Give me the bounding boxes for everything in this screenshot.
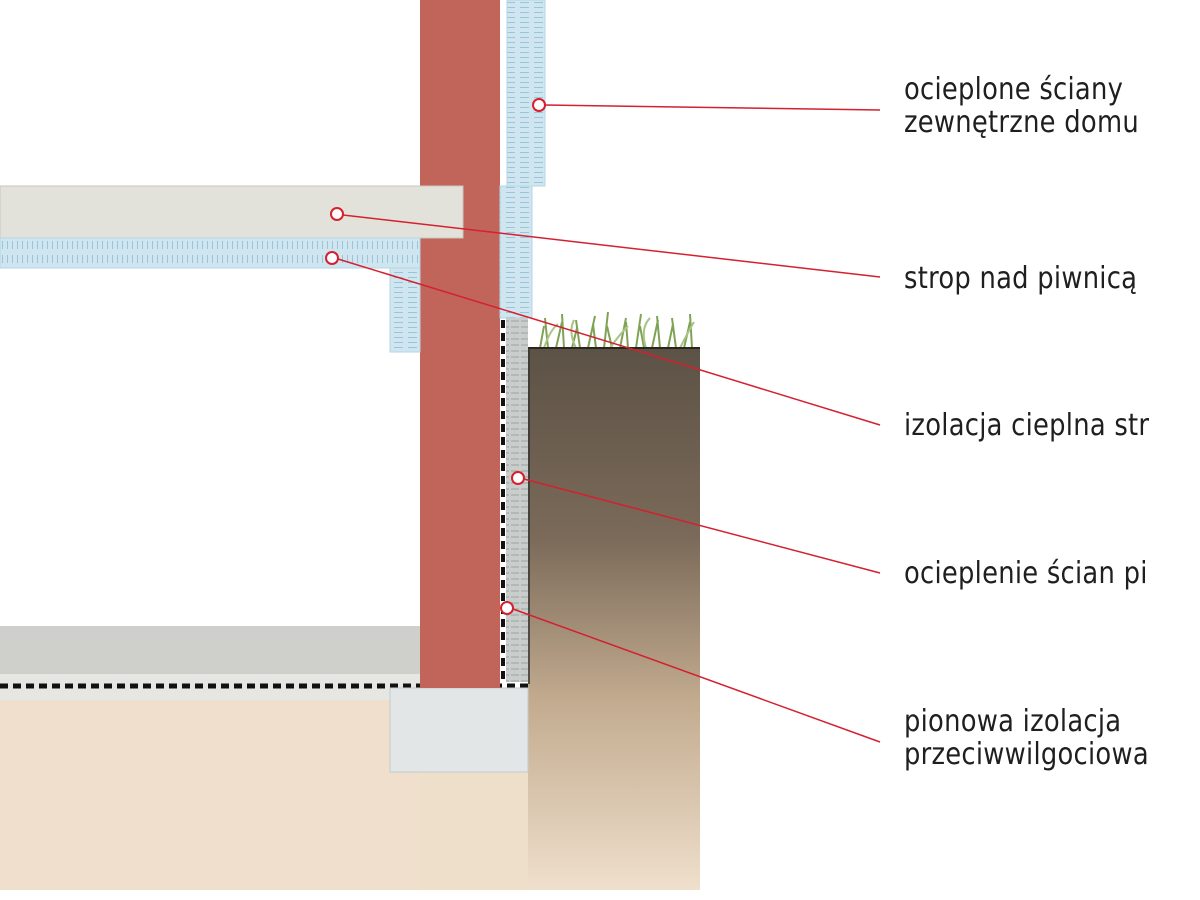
ceiling-insulation <box>0 237 421 269</box>
marker-basement-insulation <box>511 471 525 485</box>
label-line: ocieplenie ścian pi <box>904 556 1148 591</box>
exterior-wall <box>420 0 500 688</box>
wall-insulation-strip <box>499 185 533 319</box>
marker-waterproofing <box>500 601 514 615</box>
basement-wall-insulation <box>506 318 528 682</box>
label-ceiling-thermal-insulation: izolacja cieplna str <box>904 409 1149 442</box>
leader-line-ceiling <box>342 214 881 278</box>
wall-top-insulation-inner <box>389 267 421 353</box>
label-line: przeciwwilgociowa <box>904 737 1149 772</box>
leader-line-waterproofing <box>512 608 881 743</box>
label-line: izolacja cieplna str <box>904 408 1150 443</box>
label-line: ocieplone ściany <box>904 72 1124 107</box>
marker-ceiling-insulation <box>325 251 339 265</box>
label-basement-wall-insulation: ocieplenie ścian pi <box>904 557 1148 590</box>
marker-ceiling <box>330 207 344 221</box>
foundation-footing <box>389 687 529 773</box>
wall-insulation-upper <box>506 0 546 187</box>
grass <box>539 311 695 349</box>
ceiling-slab <box>0 185 464 239</box>
leader-line-basement-insulation <box>523 478 881 574</box>
floor-screed <box>0 626 420 674</box>
label-line: pionowa izolacja <box>904 704 1122 739</box>
label-line: strop nad piwnicą <box>904 261 1138 296</box>
leader-line-wall <box>544 104 881 111</box>
leader-line-ceiling-insulation <box>337 258 881 426</box>
exterior-soil <box>528 348 700 890</box>
leader-lines <box>337 104 881 743</box>
marker-wall <box>532 98 546 112</box>
label-line: zewnętrzne domu <box>904 105 1139 140</box>
label-vertical-waterproofing: pionowa izolacja przeciwwilgociowa <box>904 705 1149 771</box>
leader-markers <box>325 98 546 615</box>
label-insulated-exterior-walls: ocieplone ściany zewnętrzne domu <box>904 73 1139 139</box>
label-basement-ceiling: strop nad piwnicą <box>904 262 1137 295</box>
